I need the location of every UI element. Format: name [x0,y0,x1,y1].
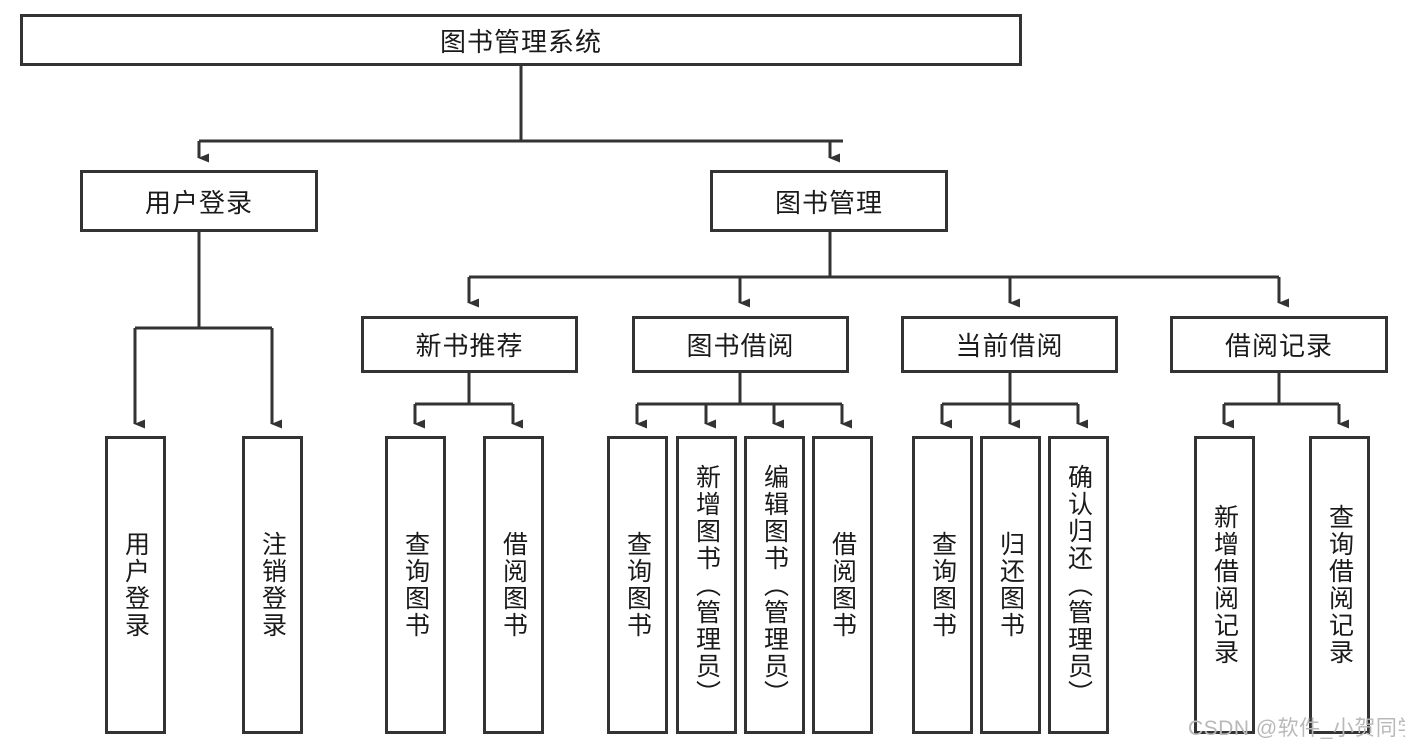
node-borrow-record-label: 借阅记录 [1224,331,1333,361]
node-leaf-user-login[interactable]: 用户登录 [105,436,166,734]
node-leaf-query-book-1-label: 查询图书 [401,531,430,639]
node-new-book-rec-label: 新书推荐 [415,331,524,361]
node-borrow-record[interactable]: 借阅记录 [1170,316,1388,373]
node-leaf-borrow-book-1-label: 借阅图书 [499,531,528,639]
node-leaf-confirm-return[interactable]: 确认归还（管理员） [1048,436,1109,734]
node-leaf-query-book-3[interactable]: 查询图书 [912,436,973,734]
node-new-book-rec[interactable]: 新书推荐 [361,316,578,373]
node-root[interactable]: 图书管理系统 [20,14,1022,66]
node-leaf-query-book-1[interactable]: 查询图书 [385,436,446,734]
node-leaf-query-book-3-label: 查询图书 [928,531,957,639]
node-leaf-return-book-label: 归还图书 [996,531,1025,639]
node-leaf-edit-book[interactable]: 编辑图书（管理员） [744,436,805,734]
node-book-manage[interactable]: 图书管理 [710,170,948,232]
node-leaf-return-book[interactable]: 归还图书 [980,436,1041,734]
node-leaf-query-record-label: 查询借阅记录 [1325,504,1354,666]
watermark: CSDN @软件_小贺同学 [1188,717,1405,740]
node-leaf-query-book-2-label: 查询图书 [623,531,652,639]
node-leaf-user-login-label: 用户登录 [121,531,150,639]
node-leaf-edit-book-label: 编辑图书（管理员） [760,463,789,707]
node-leaf-borrow-book-2-label: 借阅图书 [828,531,857,639]
node-leaf-logout[interactable]: 注销登录 [242,436,303,734]
node-leaf-add-book-label: 新增图书（管理员） [692,463,721,707]
node-current-borrow[interactable]: 当前借阅 [901,316,1118,373]
node-leaf-logout-label: 注销登录 [258,531,287,639]
node-book-manage-label: 图书管理 [774,187,883,218]
node-current-borrow-label: 当前借阅 [955,331,1064,361]
node-leaf-add-record-label: 新增借阅记录 [1210,504,1239,666]
node-leaf-query-book-2[interactable]: 查询图书 [607,436,668,734]
node-root-label: 图书管理系统 [439,26,602,57]
node-user-login-label: 用户登录 [144,187,253,218]
node-leaf-borrow-book-2[interactable]: 借阅图书 [812,436,873,734]
node-leaf-query-record[interactable]: 查询借阅记录 [1309,436,1370,734]
node-book-borrow[interactable]: 图书借阅 [632,316,849,373]
node-book-borrow-label: 图书借阅 [686,331,795,361]
node-user-login[interactable]: 用户登录 [80,170,318,232]
node-leaf-borrow-book-1[interactable]: 借阅图书 [483,436,544,734]
node-leaf-add-book[interactable]: 新增图书（管理员） [676,436,737,734]
node-leaf-confirm-return-label: 确认归还（管理员） [1064,463,1093,707]
node-leaf-add-record[interactable]: 新增借阅记录 [1194,436,1255,734]
